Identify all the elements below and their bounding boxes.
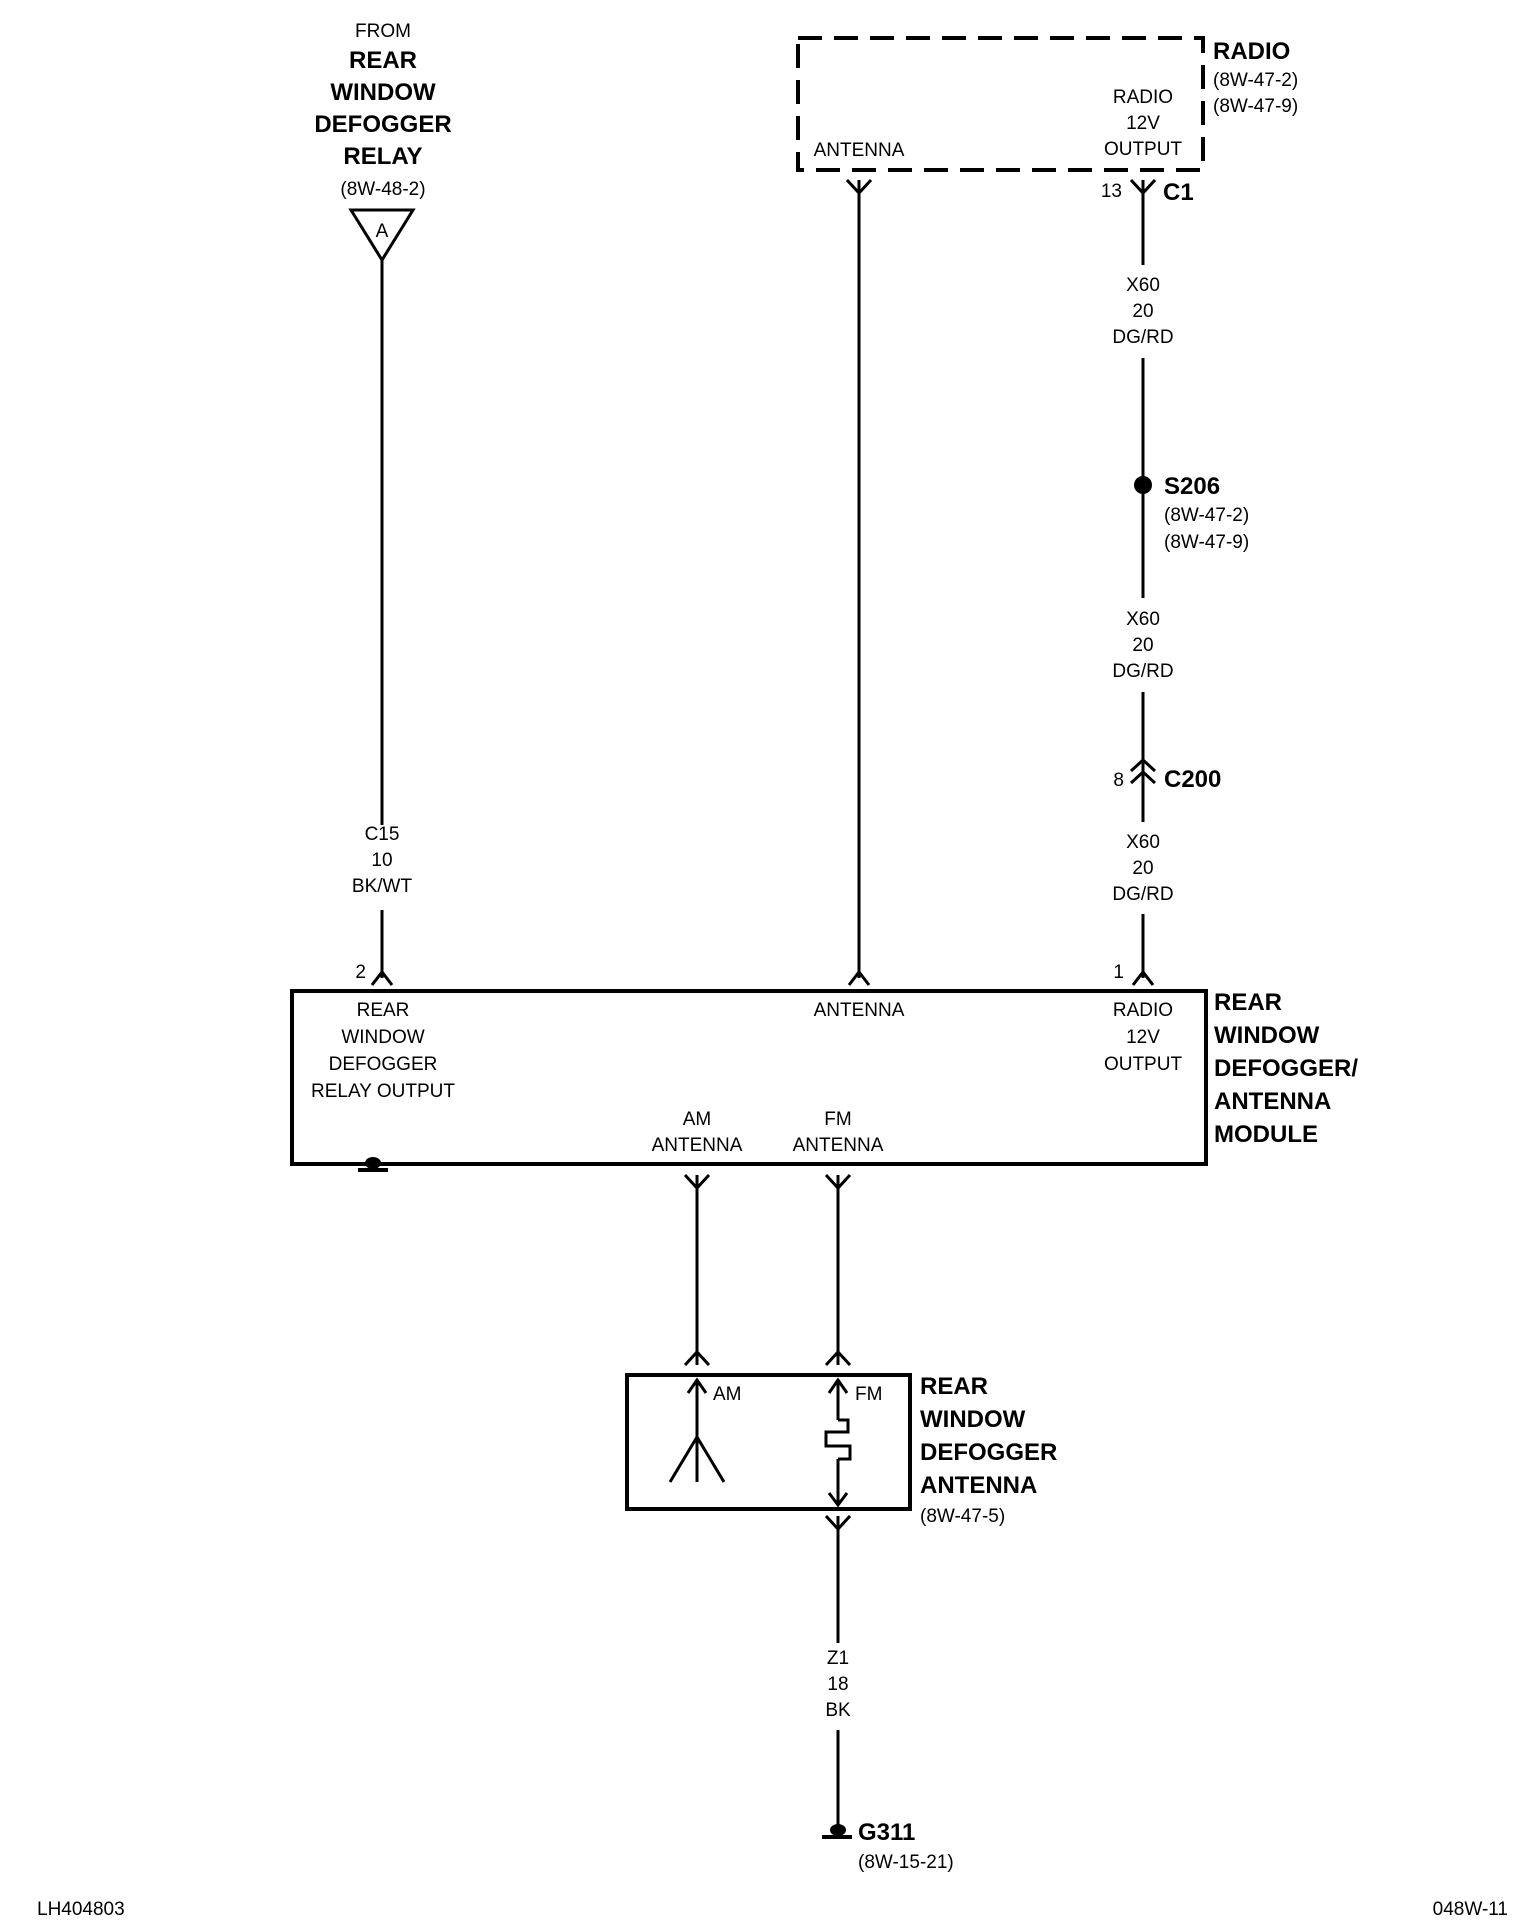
module-box — [290, 989, 1208, 1166]
svg-text:DEFOGGER: DEFOGGER — [314, 111, 451, 138]
c1-connector-label: C1 — [1163, 179, 1194, 206]
svg-text:REAR: REAR — [357, 1000, 410, 1021]
module-antenna-chevron — [847, 969, 871, 986]
svg-text:(8W-47-2): (8W-47-2) — [1164, 505, 1249, 526]
svg-text:WINDOW: WINDOW — [1214, 1022, 1320, 1049]
fm-antenna-element-icon — [824, 1377, 852, 1508]
svg-text:X60: X60 — [1126, 275, 1160, 296]
connector-c200-symbol — [1129, 757, 1157, 785]
radio-antenna-label: ANTENNA — [814, 140, 905, 161]
svg-text:12V: 12V — [1126, 113, 1160, 134]
svg-text:18: 18 — [827, 1674, 848, 1695]
connector-c200-label: C200 — [1164, 766, 1221, 793]
splice-s206-label: S206 (8W-47-2) (8W-47-9) — [1164, 473, 1249, 553]
module-fm-antenna-label: FM ANTENNA — [793, 1109, 884, 1156]
svg-text:WINDOW: WINDOW — [330, 79, 436, 106]
footer-right-code: 048W-11 — [1433, 1899, 1508, 1920]
svg-text:ANTENNA: ANTENNA — [793, 1135, 884, 1156]
svg-text:REAR: REAR — [920, 1373, 988, 1400]
svg-text:OUTPUT: OUTPUT — [1104, 1054, 1183, 1075]
svg-text:BK: BK — [825, 1700, 851, 1721]
svg-text:ANTENNA: ANTENNA — [1214, 1088, 1331, 1115]
wire-x60-c-label: X60 20 DG/RD — [1112, 832, 1173, 905]
pin-2-chevron — [370, 969, 394, 986]
radio-output-label: RADIO 12V OUTPUT — [1104, 87, 1183, 160]
svg-text:Z1: Z1 — [827, 1648, 849, 1669]
module-relay-output-label: REAR WINDOW DEFOGGER RELAY OUTPUT — [311, 1000, 455, 1102]
svg-text:(8W-15-21): (8W-15-21) — [858, 1852, 954, 1873]
module-name: REAR WINDOW DEFOGGER/ ANTENNA MODULE — [1214, 989, 1358, 1148]
svg-text:RELAY OUTPUT: RELAY OUTPUT — [311, 1081, 455, 1102]
svg-text:RELAY: RELAY — [343, 143, 422, 170]
wire-x60-b-label: X60 20 DG/RD — [1112, 609, 1173, 682]
svg-text:BK/WT: BK/WT — [352, 876, 413, 897]
svg-text:10: 10 — [371, 850, 392, 871]
svg-text:REAR: REAR — [349, 47, 417, 74]
svg-text:(8W-47-5): (8W-47-5) — [920, 1506, 1005, 1527]
svg-text:FM: FM — [824, 1109, 851, 1130]
svg-text:20: 20 — [1132, 301, 1153, 322]
am-in-chevron — [683, 1349, 711, 1367]
svg-text:(8W-48-2): (8W-48-2) — [340, 179, 425, 200]
fm-in-chevron — [824, 1349, 852, 1367]
svg-text:X60: X60 — [1126, 832, 1160, 853]
svg-text:DG/RD: DG/RD — [1112, 884, 1173, 905]
antenna-fm-label: FM — [855, 1384, 882, 1405]
svg-text:WINDOW: WINDOW — [920, 1406, 1026, 1433]
svg-text:S206: S206 — [1164, 473, 1220, 500]
svg-text:ANTENNA: ANTENNA — [920, 1472, 1037, 1499]
radio-box — [796, 36, 1205, 172]
connector-a-triangle: A — [348, 208, 416, 263]
svg-text:MODULE: MODULE — [1214, 1121, 1318, 1148]
svg-text:AM: AM — [683, 1109, 712, 1130]
wire-c15-label: C15 10 BK/WT — [352, 824, 413, 897]
svg-text:(8W-47-9): (8W-47-9) — [1213, 96, 1298, 117]
c1-pin-number: 13 — [1101, 181, 1122, 202]
svg-text:DG/RD: DG/RD — [1112, 661, 1173, 682]
svg-text:G311: G311 — [858, 1819, 915, 1846]
svg-text:RADIO: RADIO — [1113, 1000, 1173, 1021]
antenna-box — [625, 1373, 912, 1511]
footer-left-code: LH404803 — [37, 1899, 125, 1920]
svg-text:12V: 12V — [1126, 1027, 1160, 1048]
module-am-antenna-label: AM ANTENNA — [652, 1109, 743, 1156]
svg-text:OUTPUT: OUTPUT — [1104, 139, 1183, 160]
radio-name: RADIO (8W-47-2) (8W-47-9) — [1213, 38, 1298, 117]
svg-text:DEFOGGER: DEFOGGER — [920, 1439, 1057, 1466]
svg-text:DEFOGGER: DEFOGGER — [329, 1054, 438, 1075]
c200-pin-number: 8 — [1113, 770, 1124, 791]
pin-1-number: 1 — [1113, 962, 1124, 983]
antenna-component-name: REAR WINDOW DEFOGGER ANTENNA (8W-47-5) — [920, 1373, 1057, 1527]
svg-text:FROM: FROM — [355, 21, 411, 42]
am-antenna-element-icon — [668, 1377, 726, 1483]
svg-text:RADIO: RADIO — [1213, 38, 1290, 65]
module-antenna-label: ANTENNA — [814, 1000, 905, 1021]
ground-g311-label: G311 (8W-15-21) — [858, 1819, 954, 1873]
wire-x60-a-label: X60 20 DG/RD — [1112, 275, 1173, 348]
relay-source-label: FROM REAR WINDOW DEFOGGER RELAY (8W-48-2… — [314, 21, 451, 200]
svg-text:WINDOW: WINDOW — [341, 1027, 424, 1048]
svg-text:X60: X60 — [1126, 609, 1160, 630]
ground-g311-icon — [822, 1824, 852, 1839]
svg-text:DEFOGGER/: DEFOGGER/ — [1214, 1055, 1358, 1082]
svg-text:ANTENNA: ANTENNA — [652, 1135, 743, 1156]
svg-text:REAR: REAR — [1214, 989, 1282, 1016]
svg-text:(8W-47-9): (8W-47-9) — [1164, 532, 1249, 553]
antenna-am-label: AM — [713, 1384, 742, 1405]
pin-1-chevron — [1131, 969, 1155, 986]
svg-text:DG/RD: DG/RD — [1112, 327, 1173, 348]
wire-z1-label: Z1 18 BK — [825, 1648, 851, 1721]
svg-text:C15: C15 — [365, 824, 400, 845]
svg-text:RADIO: RADIO — [1113, 87, 1173, 108]
module-case-ground-icon — [358, 1157, 388, 1172]
svg-text:20: 20 — [1132, 858, 1153, 879]
splice-s206-dot — [1134, 476, 1152, 494]
svg-text:A: A — [376, 221, 389, 242]
module-radio-output-label: RADIO 12V OUTPUT — [1104, 1000, 1183, 1075]
svg-text:20: 20 — [1132, 635, 1153, 656]
pin-2-number: 2 — [355, 962, 366, 983]
svg-text:(8W-47-2): (8W-47-2) — [1213, 70, 1298, 91]
